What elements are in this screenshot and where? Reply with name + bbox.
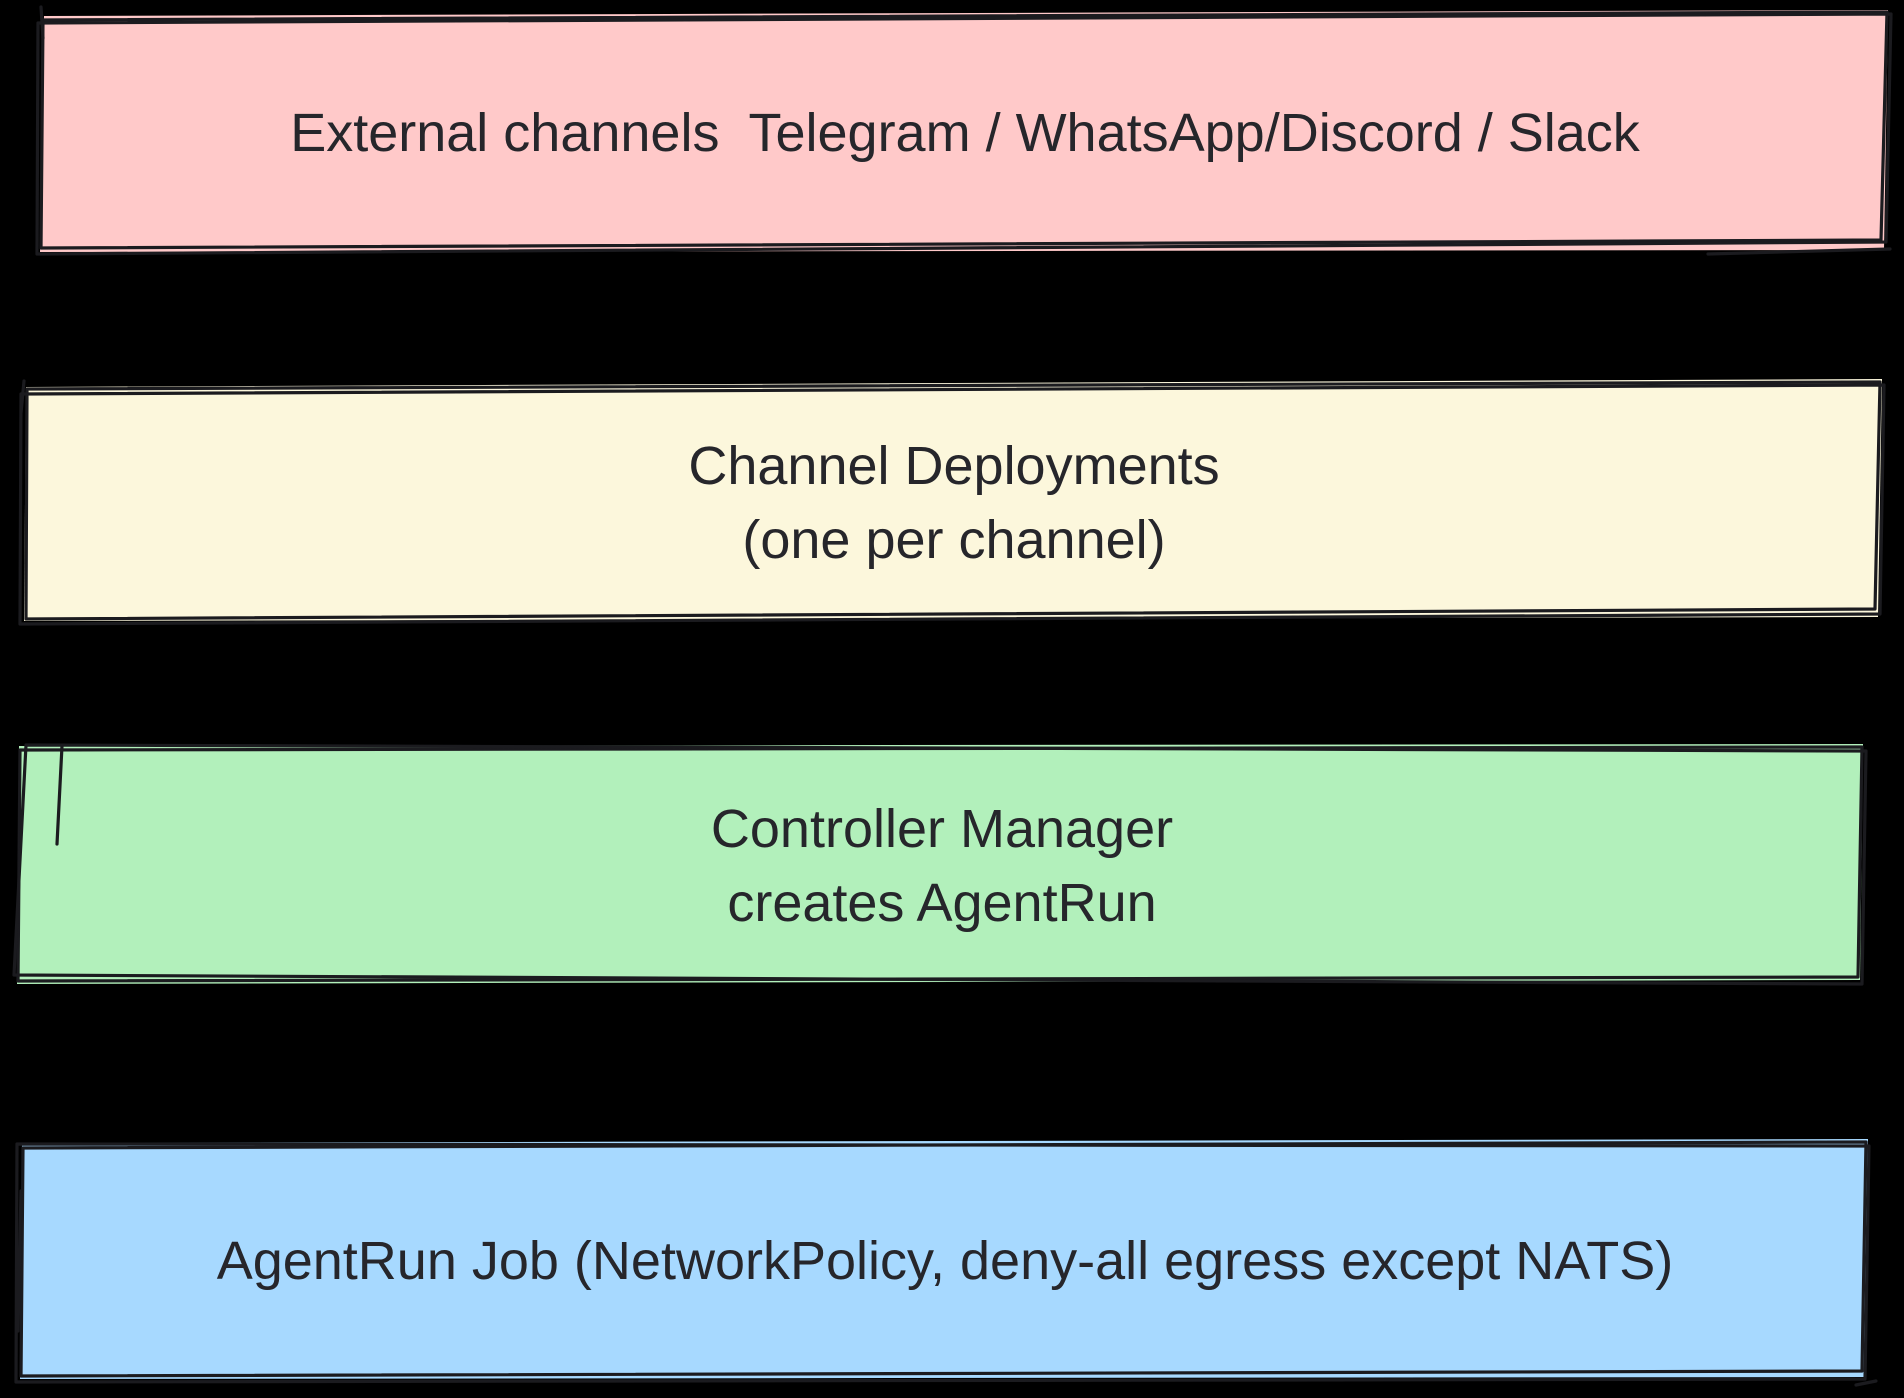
box-agentrun-job: AgentRun Job (NetworkPolicy, deny-all eg… — [8, 1131, 1882, 1391]
box-stroke-primary — [24, 380, 1882, 621]
box-fill-shape — [40, 10, 1888, 252]
box-stroke-secondary — [35, 5, 1893, 256]
box-channel-deployments-outline — [18, 379, 1886, 626]
box-fill-shape — [17, 744, 1863, 984]
box-fill-shape — [24, 379, 1882, 621]
box-stroke-secondary — [12, 743, 1868, 986]
box-controller-manager: Controller Manager creates AgentRun — [5, 734, 1879, 998]
box-controller-manager-outline — [12, 743, 1868, 986]
box-agentrun-job-outline — [14, 1139, 1878, 1387]
box-stroke-secondary — [18, 379, 1886, 626]
box-stroke-primary — [39, 10, 1889, 250]
box-channel-deployments: Channel Deployments (one per channel) — [12, 371, 1896, 635]
box-stroke-secondary — [14, 1142, 1878, 1387]
box-fill-shape — [20, 1139, 1868, 1379]
box-external-channels-outline — [35, 5, 1893, 256]
box-external-channels: External channels Telegram / WhatsApp/Di… — [28, 2, 1902, 264]
